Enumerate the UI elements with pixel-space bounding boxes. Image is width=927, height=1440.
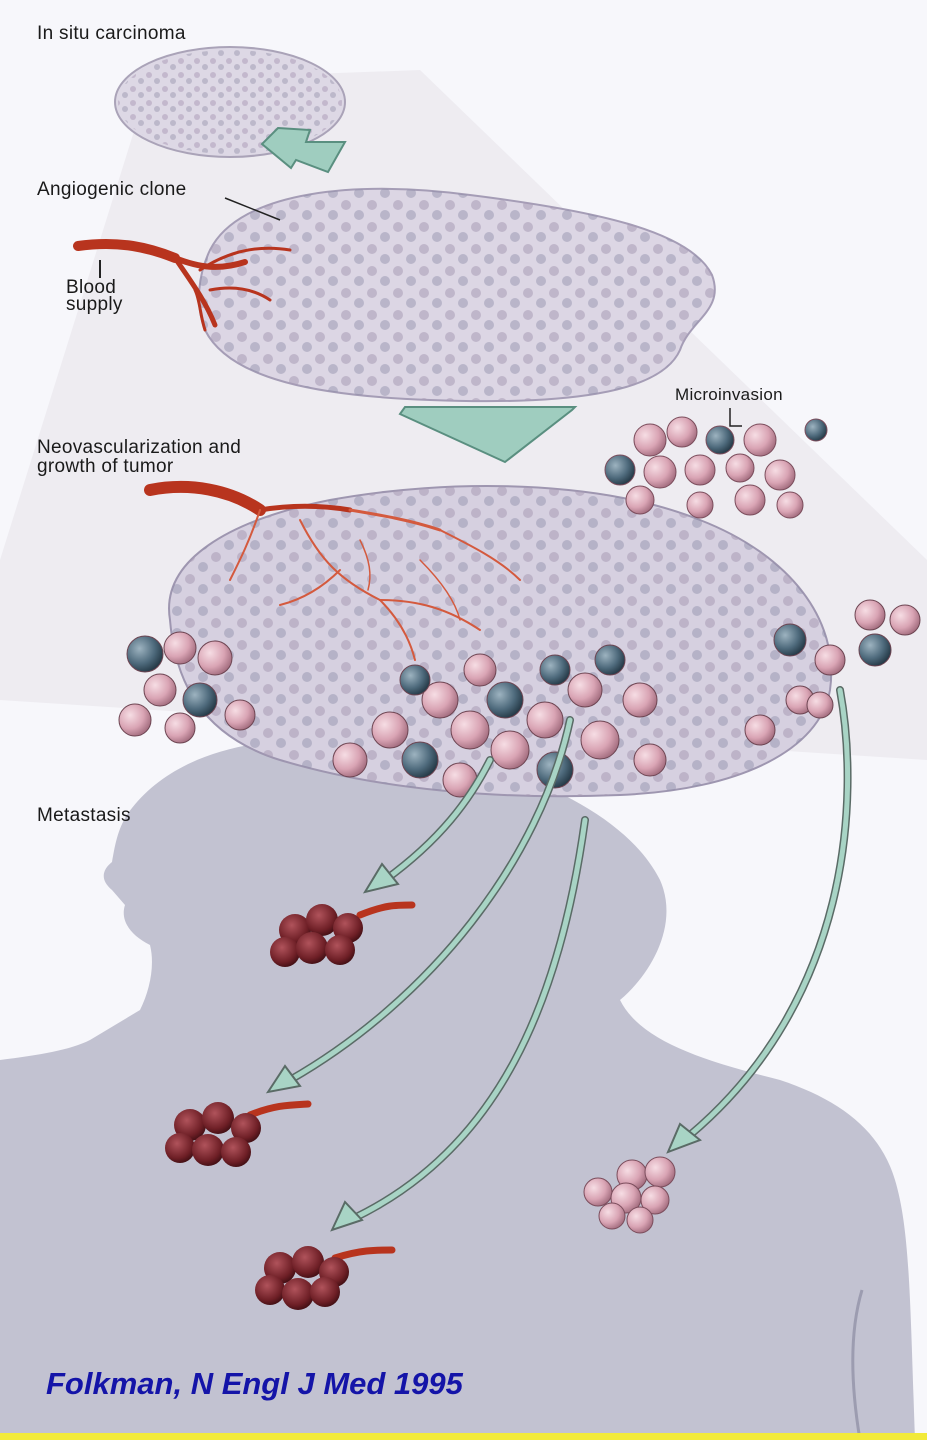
- label-microinvasion: Microinvasion: [675, 385, 783, 405]
- in-situ-carcinoma: [115, 47, 345, 157]
- label-neovascularization-line-2: growth of tumor: [37, 457, 241, 476]
- angiogenic-clone-tumor: [199, 189, 715, 401]
- label-blood-supply-line-2: supply: [66, 296, 123, 313]
- label-angiogenic-clone: Angiogenic clone: [37, 180, 187, 200]
- label-blood-supply: Blood supply: [66, 279, 123, 313]
- label-metastasis: Metastasis: [37, 806, 131, 826]
- body-silhouette: [0, 739, 915, 1440]
- citation: Folkman, N Engl J Med 1995: [46, 1366, 463, 1402]
- label-in-situ-carcinoma: In situ carcinoma: [37, 24, 186, 44]
- bottom-accent-bar: [0, 1433, 927, 1440]
- label-neovascularization-line-1: Neovascularization and: [37, 438, 241, 457]
- label-neovascularization: Neovascularization and growth of tumor: [37, 438, 241, 476]
